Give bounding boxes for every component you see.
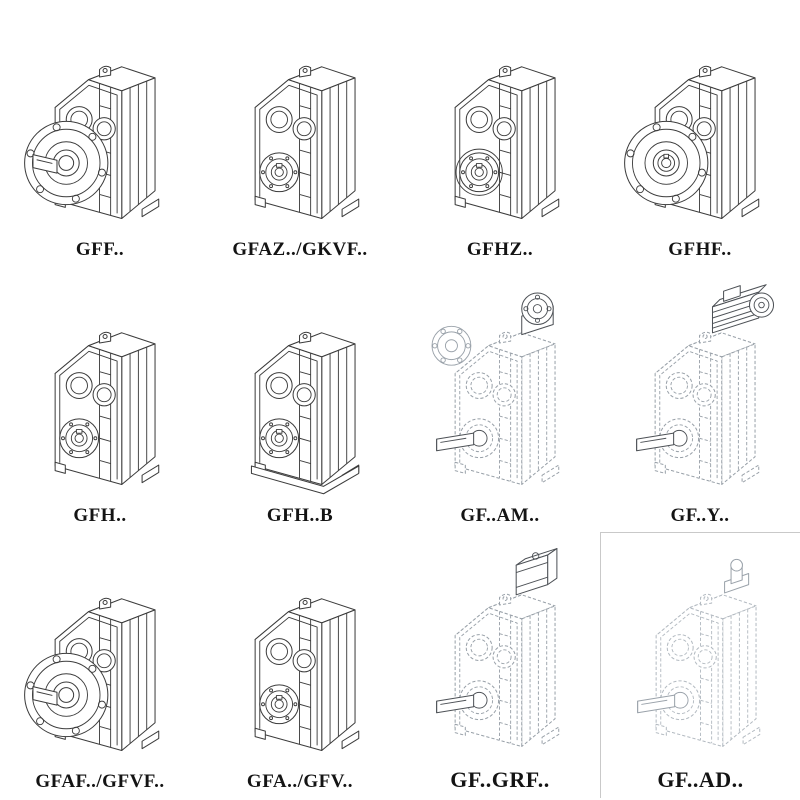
gearbox-housing-ghost-outline bbox=[655, 593, 760, 748]
product-label: GFA../GFV.. bbox=[246, 771, 354, 792]
product-cell-gfhf: GFHF.. bbox=[600, 0, 800, 266]
product-label: GF..GRF.. bbox=[450, 767, 550, 792]
gearbox-housing-ghost-outline bbox=[454, 593, 560, 748]
product-cell-gf-am: GF..AM.. bbox=[400, 266, 600, 532]
product-cell-gf-ad: GF..AD.. bbox=[600, 532, 800, 798]
gearbox-flange-hollow-shaft-drawing bbox=[624, 65, 760, 220]
gearbox-block-adapter-drawing bbox=[436, 548, 560, 748]
gearbox-flange-solid-shaft-drawing bbox=[24, 597, 160, 752]
gearbox-input-shaft-adapter-drawing bbox=[636, 558, 760, 748]
gearbox-hollow-shaft-cover-drawing bbox=[454, 65, 560, 220]
gearbox-iec-adapter-drawing bbox=[431, 292, 560, 486]
floating-flange-disc-icon bbox=[431, 325, 472, 366]
gearbox-hollow-shaft-drawing bbox=[54, 331, 160, 486]
product-cell-gfaf-gfvf: GFAF../GFVF.. bbox=[0, 532, 200, 798]
electric-motor-icon bbox=[711, 284, 775, 334]
product-label: GFH..B bbox=[266, 505, 334, 526]
gearbox-hollow-shaft-drawing bbox=[254, 65, 360, 220]
product-cell-gfaz-gkvf: GFAZ../GKVF.. bbox=[200, 0, 400, 266]
product-cell-gfh: GFH.. bbox=[0, 266, 200, 532]
gearbox-housing-outline bbox=[254, 597, 360, 752]
product-label: GFHZ.. bbox=[466, 239, 534, 260]
gearbox-housing-outline bbox=[254, 65, 360, 220]
product-label: GF..AM.. bbox=[460, 505, 540, 526]
gearbox-housing-outline bbox=[54, 331, 160, 486]
gearbox-housing-outline bbox=[454, 65, 560, 220]
product-label: GFH.. bbox=[73, 505, 127, 526]
product-cell-gff: GFF.. bbox=[0, 0, 200, 266]
product-label: GF..AD.. bbox=[657, 767, 744, 792]
product-label: GFAF../GFVF.. bbox=[35, 771, 165, 792]
gearbox-housing-ghost-outline bbox=[654, 331, 760, 486]
product-cell-gf-y: GF..Y.. bbox=[600, 266, 800, 532]
product-label: GFHF.. bbox=[668, 239, 732, 260]
gearbox-housing-outline bbox=[254, 331, 360, 486]
product-label: GFAZ../GKVF.. bbox=[232, 239, 368, 260]
gearbox-hollow-shaft-foot-drawing bbox=[250, 331, 360, 495]
iec-round-adapter-icon bbox=[521, 292, 554, 336]
gearbox-hollow-shaft-drawing bbox=[254, 597, 360, 752]
input-shaft-adapter-icon bbox=[723, 558, 749, 594]
gearbox-motor-drawing bbox=[636, 284, 775, 486]
product-cell-gfh-b: GFH..B bbox=[200, 266, 400, 532]
product-cell-gfa-gfv: GFA../GFV.. bbox=[200, 532, 400, 798]
product-cell-gf-grf: GF..GRF.. bbox=[400, 532, 600, 798]
product-label: GFF.. bbox=[75, 239, 125, 260]
product-cell-gfhz: GFHZ.. bbox=[400, 0, 600, 266]
block-adapter-icon bbox=[515, 548, 558, 596]
product-label: GF..Y.. bbox=[670, 505, 730, 526]
hollow-shaft-bore-icon bbox=[657, 153, 676, 172]
gearbox-flange-solid-shaft-drawing bbox=[24, 65, 160, 220]
gearbox-housing-ghost-outline bbox=[454, 331, 560, 486]
